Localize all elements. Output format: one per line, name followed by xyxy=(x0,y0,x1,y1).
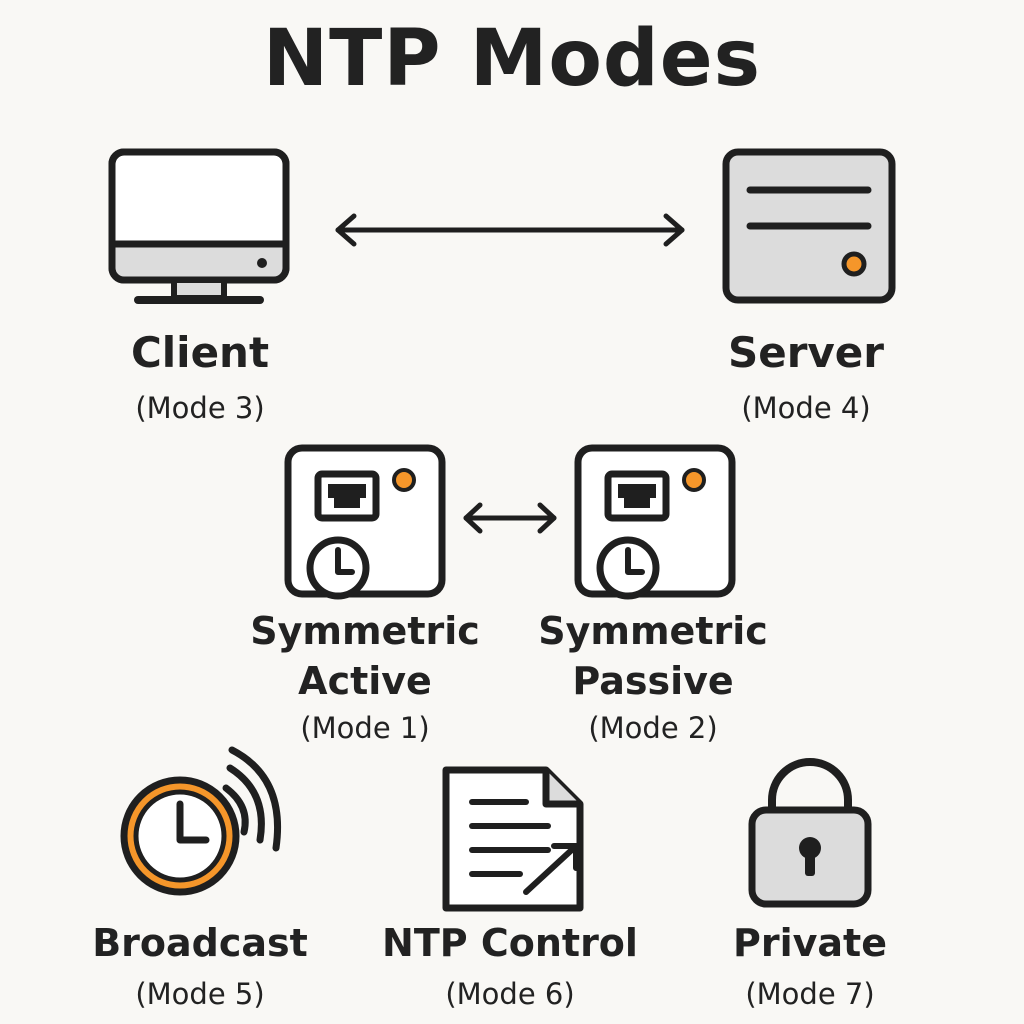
client-server-arrow xyxy=(335,213,685,247)
document-icon xyxy=(442,766,584,912)
sym-active-mode-label: (Mode 1) xyxy=(300,711,430,745)
private-label: Private xyxy=(733,921,887,965)
server-icon xyxy=(722,148,896,304)
sym-active-label-line1: Symmetric xyxy=(250,609,480,653)
sym-passive-mode-label: (Mode 2) xyxy=(588,711,718,745)
server-mode-label: (Mode 4) xyxy=(741,391,871,425)
ntp-control-label: NTP Control xyxy=(382,921,638,965)
client-label: Client xyxy=(130,328,270,377)
network-clock-icon xyxy=(284,444,446,600)
network-clock-icon xyxy=(574,444,736,600)
server-label: Server xyxy=(727,328,885,377)
broadcast-mode-label: (Mode 5) xyxy=(135,977,265,1011)
monitor-icon xyxy=(108,148,290,304)
broadcast-clock-icon xyxy=(120,746,282,896)
sym-passive-label-line1: Symmetric xyxy=(538,609,768,653)
sym-active-label-line2: Active xyxy=(298,659,432,703)
ntp-control-mode-label: (Mode 6) xyxy=(445,977,575,1011)
client-mode-label: (Mode 3) xyxy=(135,391,265,425)
page-title: NTP Modes xyxy=(262,14,762,104)
symmetric-arrow xyxy=(463,502,557,534)
sym-passive-label-line2: Passive xyxy=(572,659,734,703)
broadcast-label: Broadcast xyxy=(92,921,308,965)
padlock-icon xyxy=(748,758,872,908)
private-mode-label: (Mode 7) xyxy=(745,977,875,1011)
